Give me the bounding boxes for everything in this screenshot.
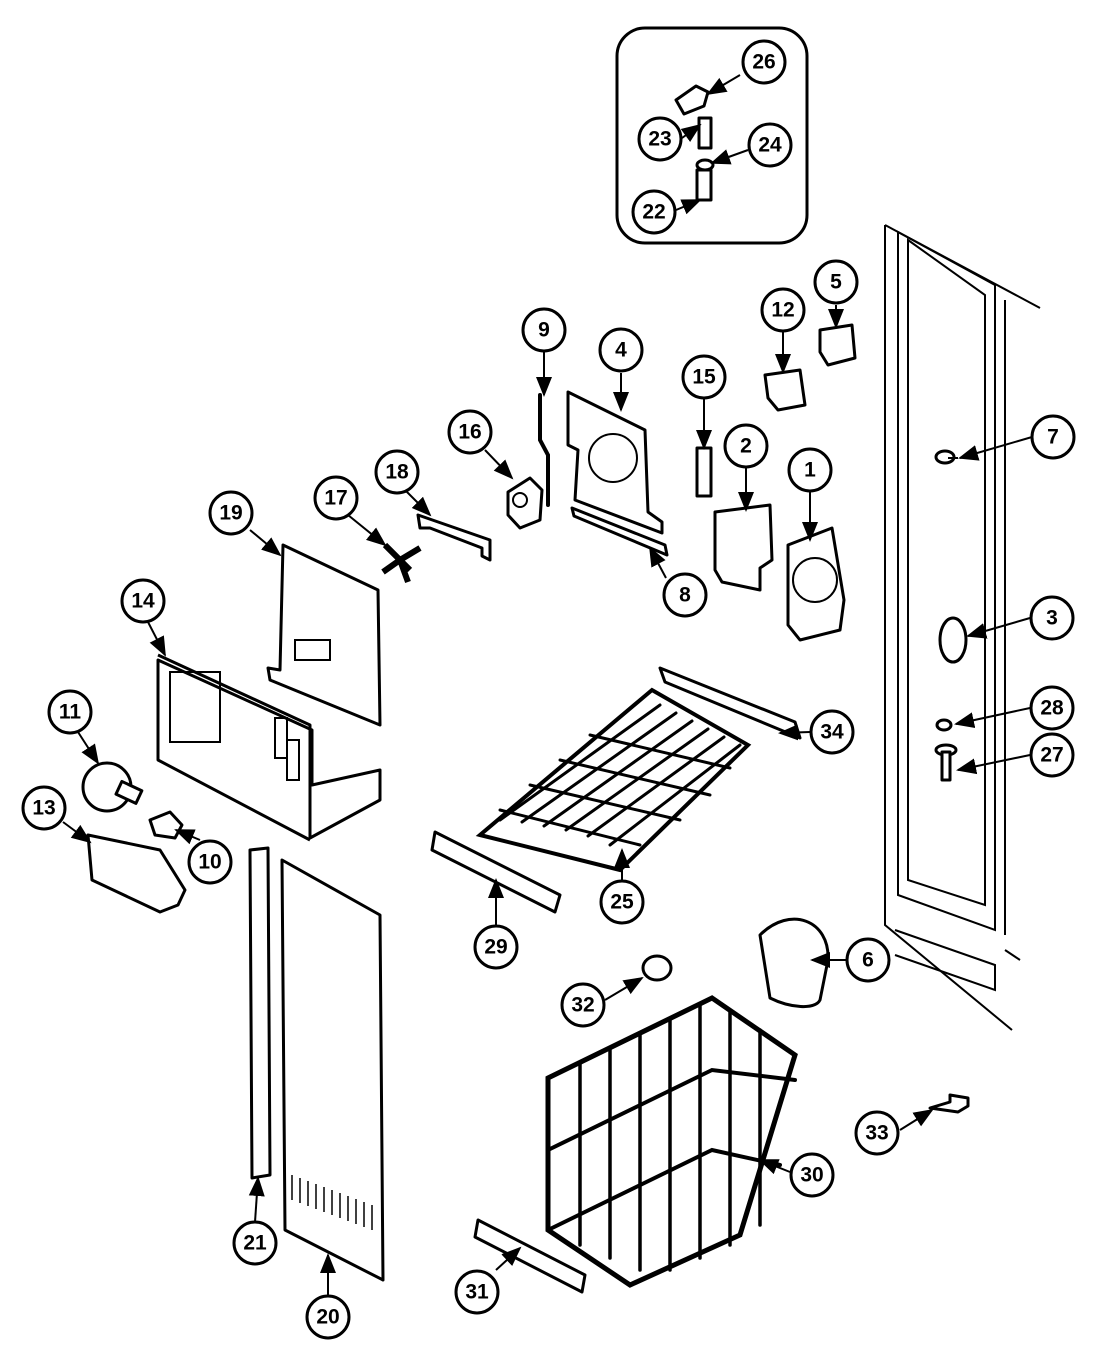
svg-text:21: 21 [243,1232,267,1255]
callout-13: 13 [21,785,67,831]
callout-33: 33 [854,1110,900,1156]
svg-text:25: 25 [610,891,634,914]
svg-text:8: 8 [679,584,691,607]
part-6-cover [758,917,830,1008]
callout-4: 4 [598,327,644,373]
svg-text:22: 22 [642,201,665,224]
part-9-rod [538,393,550,507]
part-29-rail [430,830,562,914]
svg-text:19: 19 [219,502,242,525]
part-11-light-bulb [81,761,144,813]
callout-11: 11 [47,689,93,735]
svg-text:11: 11 [59,701,82,724]
svg-text:18: 18 [385,461,409,484]
callout-12: 12 [760,287,806,333]
callout-26: 26 [741,39,787,85]
part-32-roller [641,954,673,982]
svg-text:28: 28 [1040,697,1064,720]
part-5-clip [818,323,857,367]
svg-text:3: 3 [1046,607,1058,630]
svg-text:32: 32 [571,994,594,1017]
part-20-back-panel [280,858,385,1282]
callout-24: 24 [747,122,793,168]
part-15-bracket [695,446,713,498]
svg-text:34: 34 [820,721,844,744]
svg-text:6: 6 [862,949,874,972]
callout-8: 8 [662,572,708,618]
part-18-bracket [416,513,492,562]
callout-22: 22 [631,189,677,235]
part-19-cover [266,543,382,727]
callout-16: 16 [447,409,493,455]
part-25-wire-shelf [475,687,752,873]
callout-18: 18 [374,449,420,495]
callout-27: 27 [1029,732,1075,778]
callout-6: 6 [845,937,891,983]
part-30-wire-basket [545,995,798,1288]
part-12-clip [763,368,807,412]
svg-text:33: 33 [865,1122,888,1145]
callout-28: 28 [1029,685,1075,731]
svg-text:17: 17 [324,487,347,510]
svg-text:4: 4 [615,339,627,362]
svg-text:31: 31 [465,1281,489,1304]
callout-2: 2 [723,423,769,469]
callout-34: 34 [809,709,855,755]
part-28-screw [935,718,953,732]
callout-17: 17 [313,475,359,521]
callout-10: 10 [187,839,233,885]
callout-7: 7 [1030,414,1076,460]
callout-1: 1 [787,447,833,493]
svg-text:24: 24 [758,134,782,157]
part-27-fastener [934,743,958,782]
svg-text:30: 30 [800,1164,823,1187]
part-1-fan-shroud [786,526,846,642]
svg-text:1: 1 [804,459,816,482]
svg-text:27: 27 [1040,744,1063,767]
callout-25: 25 [599,879,645,925]
svg-text:15: 15 [692,366,716,389]
callout-9: 9 [521,307,567,353]
callout-21: 21 [232,1220,278,1266]
svg-text:5: 5 [830,271,842,294]
part-13-light-cover [86,833,187,914]
svg-text:12: 12 [771,299,794,322]
svg-text:26: 26 [752,51,775,74]
part-31-rail [473,1218,587,1294]
callout-31: 31 [454,1269,500,1315]
svg-text:9: 9 [538,319,550,342]
cabinet-liner [884,224,1041,1031]
part-14-housing [156,653,382,842]
part-17-fan-blade [381,542,422,584]
part-16-motor [506,476,544,530]
part-2-housing [713,503,774,592]
callout-23: 23 [637,116,683,162]
callout-20: 20 [305,1294,351,1340]
callout-5: 5 [813,259,859,305]
part-4-bracket [566,390,669,557]
callout-3: 3 [1029,595,1075,641]
callout-32: 32 [560,982,606,1028]
callout-15: 15 [681,354,727,400]
svg-text:10: 10 [198,851,221,874]
part-33-clip [928,1093,970,1114]
callout-30: 30 [789,1152,835,1198]
svg-text:29: 29 [484,936,507,959]
svg-text:13: 13 [32,797,55,820]
svg-text:16: 16 [458,421,481,444]
callout-29: 29 [473,924,519,970]
svg-text:7: 7 [1047,426,1059,449]
part-34-rail [658,666,802,740]
part-10-socket [148,810,184,840]
part-7-screw [934,449,958,465]
svg-text:23: 23 [648,128,671,151]
svg-text:20: 20 [316,1306,339,1329]
svg-text:14: 14 [131,590,155,613]
svg-text:2: 2 [740,435,752,458]
callout-14: 14 [120,578,166,624]
part-21-rail [248,846,272,1180]
leader-lines [62,74,1033,1295]
callout-19: 19 [208,490,254,536]
